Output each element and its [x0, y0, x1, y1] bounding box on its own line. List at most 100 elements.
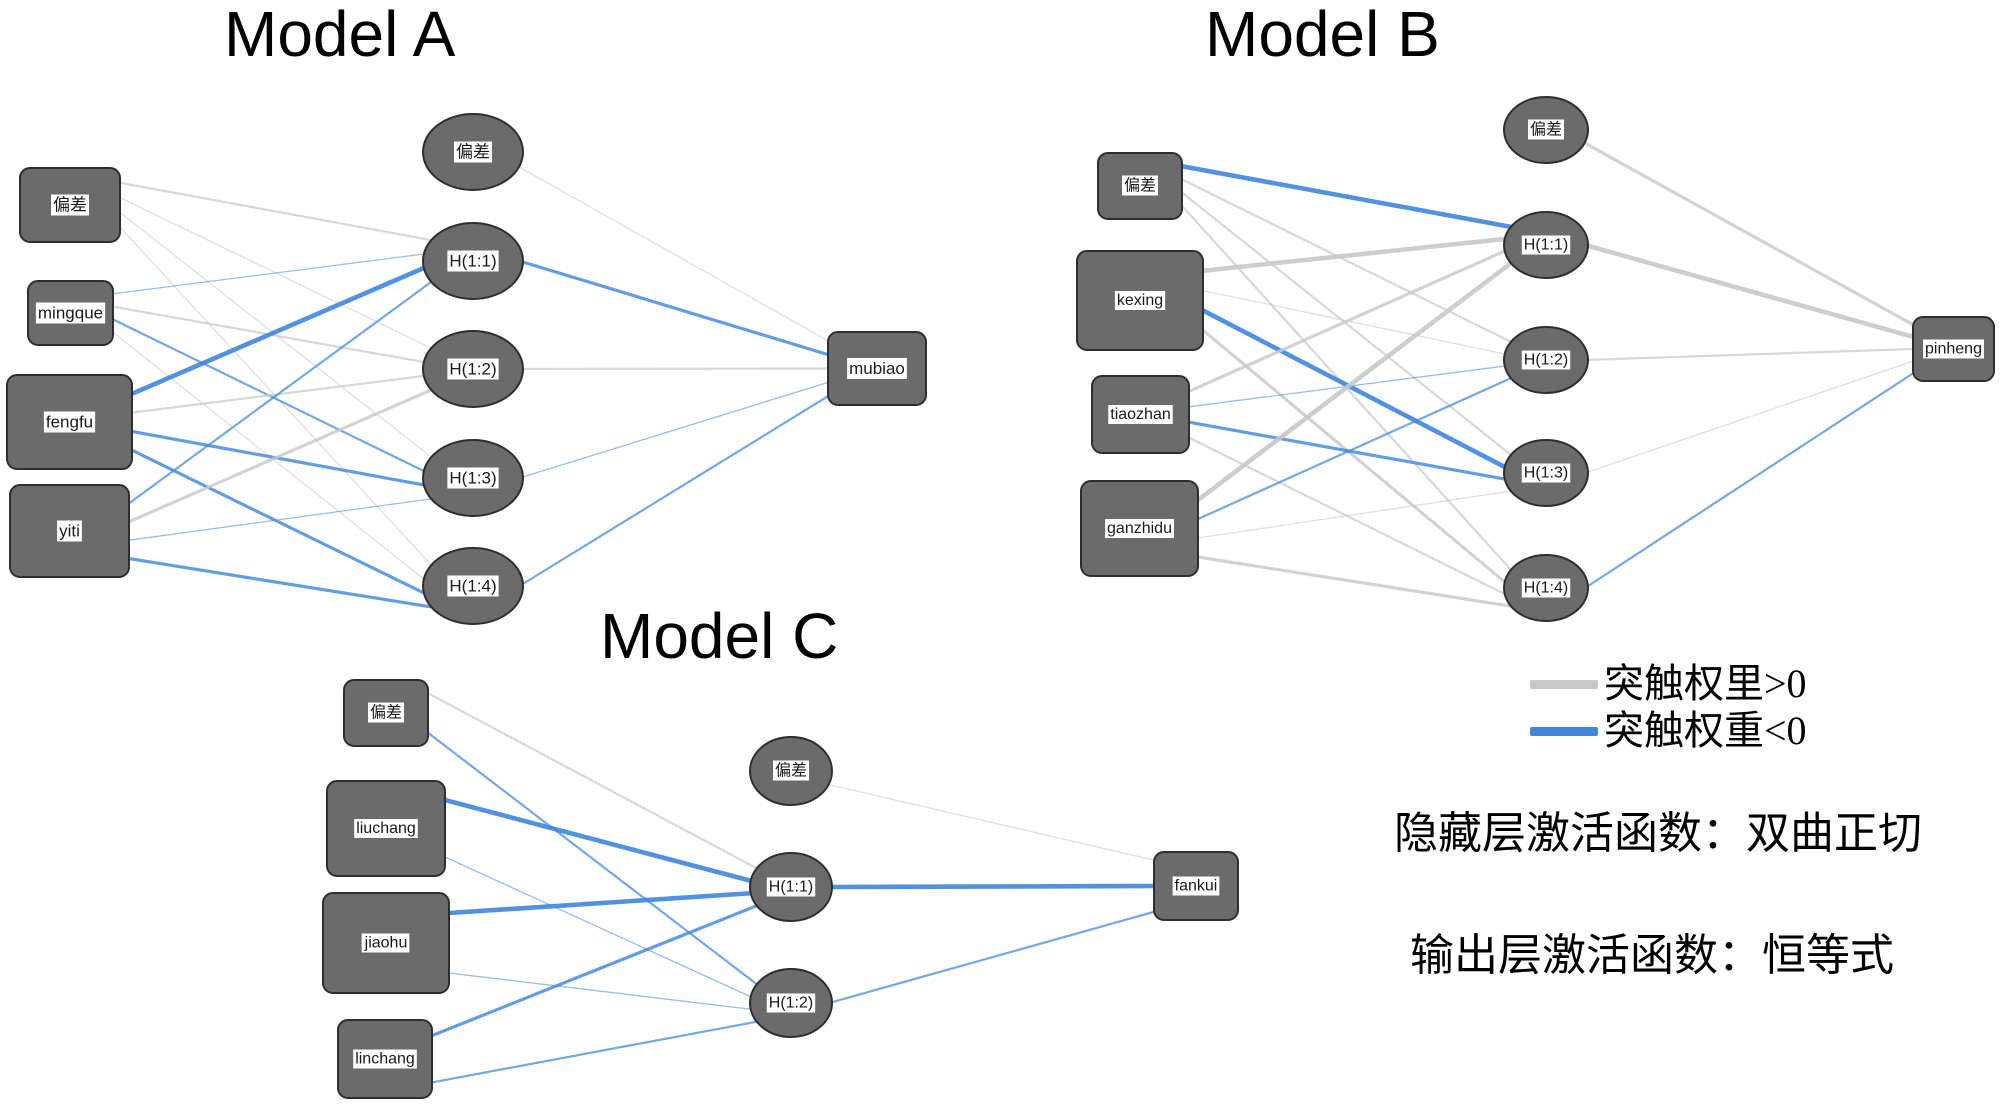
model-b-title: Model B: [1205, 0, 1440, 70]
model-a-input-node-fengfu-label-bg: [43, 411, 96, 433]
model-a-hidden-bias-node-label-bg: [454, 141, 492, 163]
model-b-edge-hidden-3-output: [1584, 360, 1914, 474]
model-b-output-node-label: pinheng: [1923, 339, 1984, 359]
model-c-input-node-linchang-label: linchang: [353, 1049, 417, 1069]
model-a-hidden-node-4-text: H(1:4): [449, 577, 496, 596]
output-activation-note: 输出层激活函数：恒等式: [1410, 931, 1894, 980]
model-c-hidden-bias-node-text: 偏差: [775, 762, 807, 780]
legend-negative-label: 突触权重<0: [1604, 708, 1807, 753]
model-b-hidden-node-2-label-bg: [1521, 350, 1571, 370]
model-a-hidden-node-3-label-bg: [447, 467, 499, 489]
model-b-hidden-node-1-label-bg: [1521, 235, 1571, 255]
model-b-hidden-node-3-label-bg: [1521, 463, 1571, 483]
model-a-output-node-label: mubiao: [847, 358, 907, 379]
model-c-title: Model C: [600, 600, 839, 672]
model-b-edge-input-1-hidden-3: [1200, 308, 1508, 470]
model-a-edge-hidden-3-output: [518, 381, 829, 479]
hidden-activation-note: 隐藏层激活函数：双曲正切: [1394, 809, 1922, 858]
model-c-edge-input-2-hidden-2: [448, 972, 752, 1010]
model-b-hidden-node-1-label: H(1:1): [1521, 235, 1571, 255]
model-a-input-node-yiti-label-bg: [57, 520, 82, 542]
model-b-edge-hidden-2-output: [1583, 347, 1915, 362]
model-b-input-node-kexing-text: kexing: [1117, 292, 1163, 309]
model-c-edge-input-0-hidden-1: [426, 692, 758, 870]
model-b-input-bias-node-label: 偏差: [1121, 175, 1159, 196]
model-c-edge-input-1-hidden-1: [442, 797, 753, 884]
model-a-input-node-mingque-label: mingque: [35, 302, 106, 324]
model-c-input-node-jiaohu-label: jiaohu: [361, 933, 410, 953]
model-a-output-node-text: mubiao: [849, 359, 905, 378]
model-c-input-node-liuchang-label-bg: [354, 819, 418, 838]
model-a-edge-input-3-hidden-4: [127, 556, 433, 609]
model-b-hidden-node-3-label: H(1:3): [1521, 463, 1571, 483]
model-b-input-bias-node-label-bg: [1121, 175, 1159, 196]
model-b-hidden-node-3-text: H(1:3): [1524, 465, 1568, 482]
model-a-input-bias-node-label: 偏差: [51, 194, 89, 216]
model-b-edge-hidden-1-output: [1582, 242, 1916, 340]
model-c-hidden-node-1-label-bg: [766, 877, 816, 897]
model-b-input-node-kexing-label-bg: [1114, 291, 1166, 310]
model-c-output-node-label: fankui: [1172, 876, 1220, 896]
legend-negative-swatch: [1530, 726, 1598, 736]
model-c-output-node-label-bg: [1172, 876, 1220, 896]
model-c-hidden-bias-node-label: 偏差: [772, 760, 810, 781]
model-a-edge-input-2-hidden-4: [130, 448, 426, 595]
model-b-edge-hidden-4-output: [1583, 372, 1915, 590]
model-a-hidden-node-4-label: H(1:4): [447, 575, 499, 597]
model-a-input-node-fengfu-text: fengfu: [46, 413, 93, 432]
model-c-input-node-linchang-text: linchang: [355, 1051, 415, 1068]
model-a-edge-hidden-4-output: [518, 395, 830, 588]
model-b-hidden-node-4-text: H(1:4): [1524, 580, 1568, 597]
model-c-hidden-node-2-text: H(1:2): [769, 995, 813, 1012]
model-b-hidden-node-4-label-bg: [1521, 578, 1571, 598]
model-c-hidden-node-1-label: H(1:1): [766, 877, 816, 897]
model-b-input-bias-node-text: 偏差: [1124, 177, 1156, 195]
model-b-edge-input-2-hidden-3: [1187, 420, 1507, 481]
model-b-edge-input-0-hidden-1: [1179, 163, 1514, 230]
model-a-edge-input-3-hidden-2: [127, 388, 433, 524]
model-c-input-bias-node-label-bg: [367, 702, 405, 723]
model-c-input-node-liuchang-label: liuchang: [354, 819, 418, 838]
model-a-hidden-node-2-label-bg: [447, 358, 499, 380]
model-a-edge-input-3-hidden-1: [127, 280, 433, 505]
model-a-hidden-node-1-text: H(1:1): [449, 252, 496, 271]
model-b-input-node-ganzhidu-label: ganzhidu: [1105, 519, 1174, 538]
model-c-input-node-jiaohu-label-bg: [361, 933, 410, 953]
model-a-hidden-bias-node-label: 偏差: [454, 141, 492, 163]
model-c-hidden-bias-node-label-bg: [772, 760, 810, 781]
model-b-hidden-node-2-label: H(1:2): [1521, 350, 1571, 370]
model-b-hidden-bias-node-label-bg: [1527, 119, 1565, 140]
model-c-input-bias-node-label: 偏差: [367, 702, 405, 723]
model-a-hidden-node-3-text: H(1:3): [449, 469, 496, 488]
model-b-hidden-bias-node-label: 偏差: [1527, 119, 1565, 140]
model-b-hidden-node-4-label: H(1:4): [1521, 578, 1571, 598]
model-a-edge-hidden-1-output: [517, 259, 830, 357]
model-c-edge-input-2-hidden-1: [446, 890, 753, 916]
model-b-edge-input-3-hidden-4: [1196, 555, 1513, 608]
model-a-input-bias-node-text: 偏差: [53, 196, 87, 215]
model-c-edge-hidden-2-output: [828, 910, 1156, 1005]
model-b-edge-input-2-hidden-1: [1187, 249, 1507, 393]
model-a-hidden-node-2-label: H(1:2): [447, 358, 499, 380]
legend-positive-swatch: [1530, 679, 1598, 689]
model-a-hidden-node-3-label: H(1:3): [447, 467, 499, 489]
model-b-input-node-ganzhidu-text: ganzhidu: [1107, 520, 1172, 537]
model-a-edge-input-2-hidden-1: [129, 265, 427, 397]
model-a-input-node-mingque-text: mingque: [38, 304, 103, 323]
model-b-edge-input-3-hidden-3: [1197, 490, 1512, 539]
model-b-edge-hidden-0-output: [1583, 141, 1915, 327]
model-c-input-bias-node-text: 偏差: [370, 704, 402, 722]
model-b-output-node-text: pinheng: [1925, 341, 1982, 358]
model-a-edge-hidden-0-output: [518, 166, 829, 342]
model-c-output-node-text: fankui: [1175, 878, 1218, 895]
legend-positive: 突触权里>0: [1530, 664, 1807, 704]
model-a-edge-hidden-2-output: [518, 367, 830, 371]
model-b-input-node-ganzhidu-label-bg: [1105, 519, 1174, 538]
model-a-input-node-mingque-label-bg: [35, 302, 106, 324]
model-a-edge-input-3-hidden-3: [128, 498, 432, 541]
model-b-edge-input-0-hidden-3: [1180, 191, 1513, 456]
model-a-input-node-yiti-text: yiti: [59, 522, 80, 541]
model-b-edge-input-3-hidden-2: [1196, 377, 1513, 521]
model-b-edge-input-1-hidden-1: [1200, 236, 1508, 274]
model-c-edge-input-3-hidden-1: [430, 904, 759, 1038]
